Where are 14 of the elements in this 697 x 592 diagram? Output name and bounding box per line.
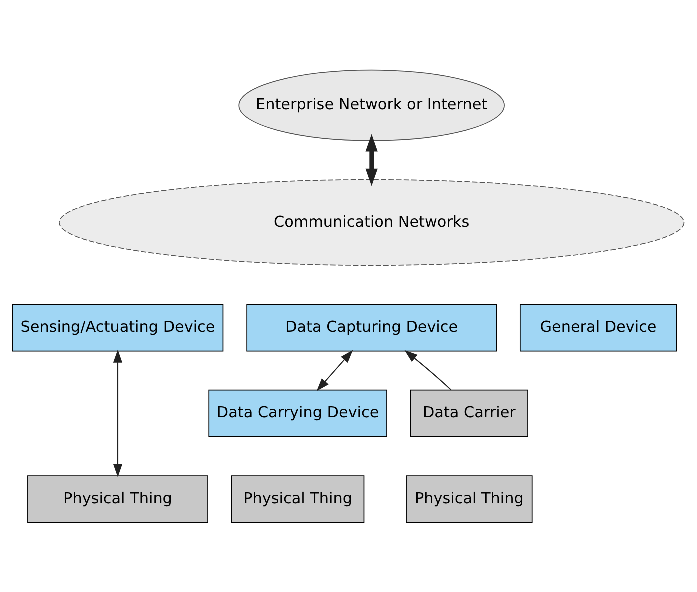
- node-box: Sensing/Actuating Device: [12, 304, 224, 352]
- node-box: Physical Thing: [28, 475, 208, 523]
- node-box: Data Capturing Device: [246, 304, 497, 352]
- node-box: Data Carrying Device: [208, 389, 388, 437]
- node-ellipse: Enterprise Network or Internet: [238, 69, 505, 141]
- arrow: [316, 350, 354, 391]
- node-ellipse: Communication Networks: [58, 178, 685, 266]
- node-box: General Device: [520, 304, 678, 352]
- node-box: Physical Thing: [231, 475, 365, 523]
- arrow: [404, 350, 452, 390]
- arrow: [366, 134, 378, 186]
- node-box: Data Carrier: [410, 389, 528, 437]
- node-box: Physical Thing: [406, 475, 533, 523]
- arrow: [113, 349, 123, 477]
